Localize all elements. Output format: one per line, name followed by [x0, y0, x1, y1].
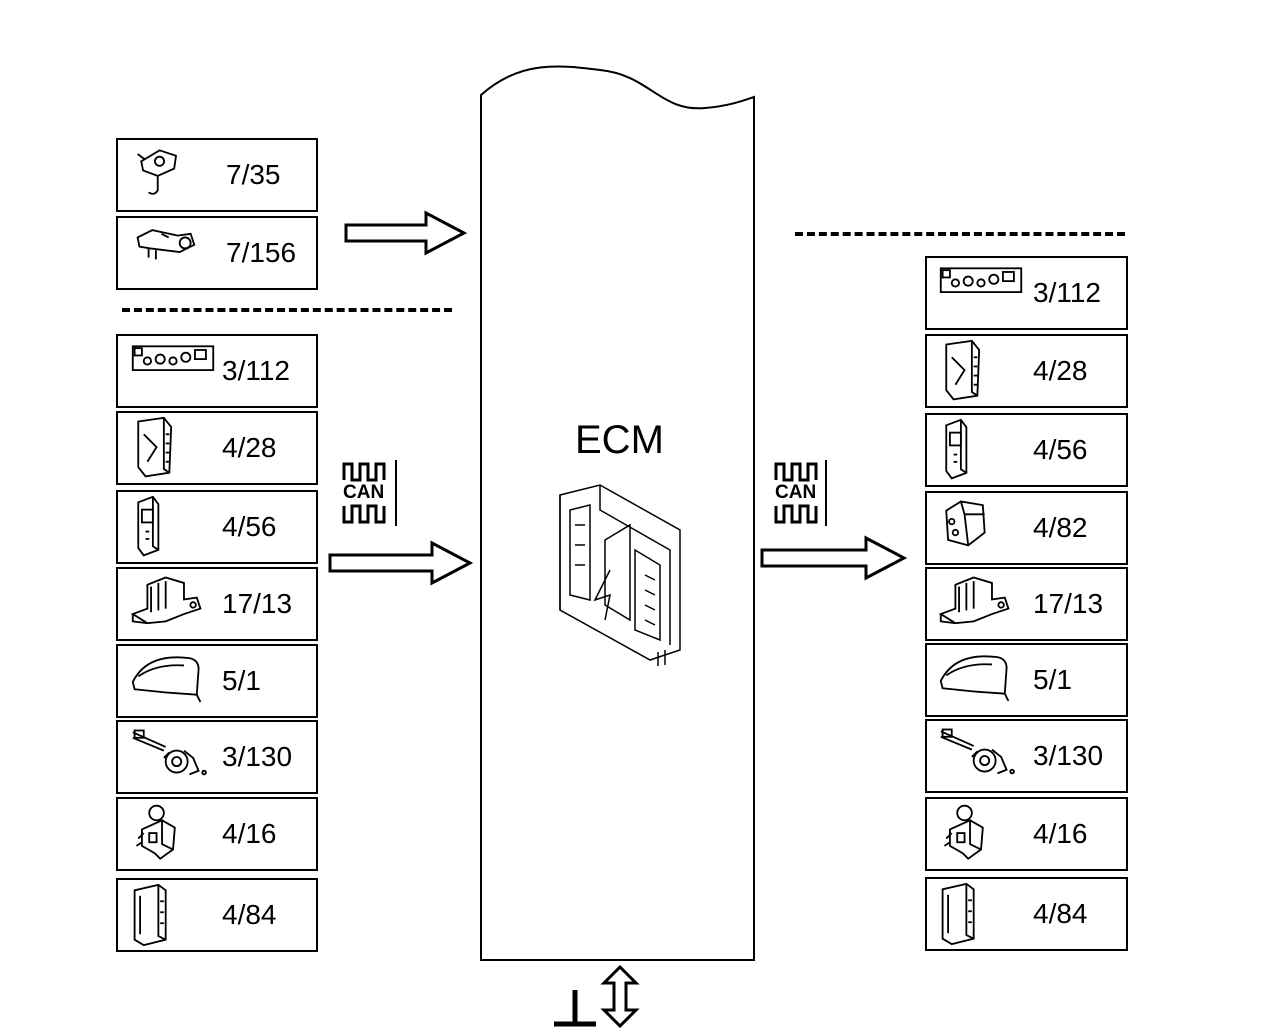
component-box-3-112: 3/112	[116, 334, 318, 408]
can-input-arrow-icon	[328, 540, 474, 586]
separator-line	[122, 308, 452, 312]
component-code: 4/28	[1033, 355, 1088, 386]
steering-stalk-icon	[931, 724, 1031, 788]
separator-line	[795, 232, 1125, 236]
instrument-cluster-icon	[124, 649, 222, 713]
control-unit-slim-icon	[124, 495, 222, 559]
bidirectional-arrow-icon	[600, 965, 640, 1028]
can-label: CAN	[775, 482, 817, 503]
component-code: 3/112	[222, 355, 290, 386]
component-box-17-13: 17/13	[116, 567, 318, 641]
component-box-17-13: 17/13	[925, 567, 1128, 641]
instrument-cluster-icon	[931, 648, 1031, 712]
ignition-module-icon	[124, 802, 222, 866]
ground-icon	[554, 990, 596, 1027]
control-unit-icon	[124, 416, 222, 480]
input-arrow-icon	[344, 210, 468, 256]
can-bus-icon: CAN	[770, 460, 830, 526]
component-code: 4/56	[1033, 434, 1088, 465]
component-code: 17/13	[222, 588, 293, 619]
control-unit-icon	[931, 339, 1031, 403]
module-box-icon	[124, 883, 222, 947]
component-code: 17/13	[1033, 588, 1104, 619]
switch-panel-icon	[124, 339, 222, 403]
bracket-module-icon	[124, 572, 222, 636]
component-box-4-84: 4/84	[925, 877, 1128, 951]
control-unit-slim-icon	[931, 418, 1031, 482]
component-code: 4/82	[1033, 512, 1088, 543]
ecm-title: ECM	[575, 418, 664, 462]
component-code: 7/156	[226, 237, 297, 268]
component-box-4-16: 4/16	[925, 797, 1128, 871]
bracket-module-icon	[931, 572, 1031, 636]
can-output-arrow-icon	[760, 535, 908, 581]
component-code: 3/112	[1033, 277, 1101, 308]
steering-stalk-icon	[124, 725, 222, 789]
component-box-3-130: 3/130	[925, 719, 1128, 793]
component-box-4-84: 4/84	[116, 878, 318, 952]
component-code: 4/56	[222, 511, 277, 542]
component-box-4-28: 4/28	[116, 411, 318, 485]
component-box-5-1: 5/1	[116, 644, 318, 718]
actuator-icon	[130, 221, 222, 285]
component-code: 7/35	[226, 159, 281, 190]
component-code: 5/1	[222, 665, 261, 696]
module-box-icon	[931, 882, 1031, 946]
can-bus-icon: CAN	[338, 460, 398, 526]
component-box-5-1: 5/1	[925, 643, 1128, 717]
sensor-icon	[130, 143, 222, 207]
component-box-4-56: 4/56	[116, 490, 318, 564]
component-code: 4/16	[222, 818, 277, 849]
component-box-3-130: 3/130	[116, 720, 318, 794]
component-box-4-16: 4/16	[116, 797, 318, 871]
component-code: 4/84	[1033, 898, 1088, 929]
component-code: 4/84	[222, 899, 277, 930]
component-code: 4/16	[1033, 818, 1088, 849]
component-box-4-56: 4/56	[925, 413, 1128, 487]
component-box-4-28: 4/28	[925, 334, 1128, 408]
abs-module-icon	[931, 496, 1031, 560]
ecm-module-icon	[559, 484, 681, 666]
ignition-module-icon	[931, 802, 1031, 866]
component-code: 3/130	[222, 741, 293, 772]
component-code: 3/130	[1033, 740, 1104, 771]
can-label: CAN	[343, 482, 385, 503]
component-box-7-35: 7/35	[116, 138, 318, 212]
component-box-4-82: 4/82	[925, 491, 1128, 565]
component-box-3-112: 3/112	[925, 256, 1128, 330]
component-code: 4/28	[222, 432, 277, 463]
switch-panel-icon	[931, 261, 1031, 325]
component-code: 5/1	[1033, 664, 1072, 695]
component-box-7-156: 7/156	[116, 216, 318, 290]
